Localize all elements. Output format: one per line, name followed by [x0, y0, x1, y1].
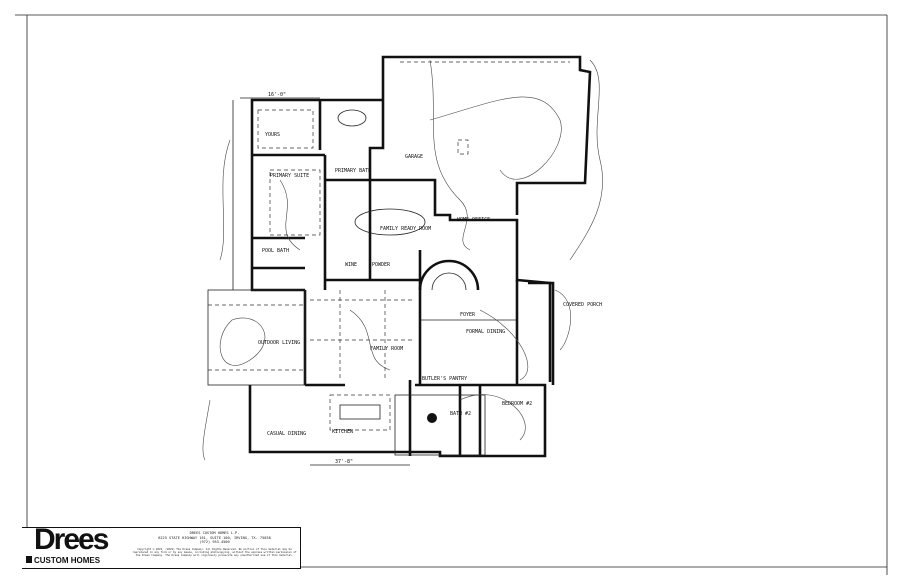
sheet-border	[15, 14, 888, 575]
room-label-covered-porch: COVERED PORCH	[563, 302, 602, 308]
title-block: Drees CUSTOM HOMES DREES CUSTOM HOMES L.…	[22, 523, 301, 569]
electrical-wiring	[202, 59, 603, 461]
dimension-bottom: 37'-8"	[335, 459, 353, 465]
room-label-primary-suite: PRIMARY SUITE	[270, 173, 309, 179]
spiral-stair	[418, 259, 480, 291]
outdoor-living-area	[207, 100, 306, 386]
room-label-pantry: BUTLER'S PANTRY	[422, 376, 467, 382]
room-label-home-office: HOME OFFICE	[457, 217, 490, 223]
logo-wordmark: Drees	[34, 523, 109, 556]
drees-logo: Drees CUSTOM HOMES	[26, 523, 124, 567]
interior-details	[240, 97, 426, 466]
dimension-top: 16'-0"	[268, 92, 286, 98]
house-walls	[248, 98, 555, 458]
room-label-bedroom-2: BEDROOM #2	[502, 401, 532, 407]
room-label-formal-dining: FORMAL DINING	[466, 329, 505, 335]
room-label-primary-bath: PRIMARY BATH	[335, 168, 371, 174]
company-name: DREES CUSTOM HOMES L.P.	[189, 531, 240, 535]
room-label-casual-dining: CASUAL DINING	[267, 431, 306, 437]
room-label-outdoor-living: OUTDOOR LIVING	[258, 340, 300, 346]
room-label-wine: WINE	[345, 262, 357, 268]
room-label-powder: POWDER	[372, 262, 391, 268]
logo-square	[26, 556, 32, 563]
company-phone: (972) 953-4500	[199, 540, 230, 545]
company-info: DREES CUSTOM HOMES L.P. 6225 STATE HIGHW…	[132, 531, 297, 558]
room-label-family-ready-room: FAMILY READY ROOM	[380, 226, 431, 232]
garage-walls	[381, 55, 592, 215]
logo-subtitle: CUSTOM HOMES	[34, 556, 101, 565]
room-label-garage: GARAGE	[405, 154, 423, 160]
room-label-bath-2: BATH #2	[450, 411, 471, 417]
room-label-kitchen: KITCHEN	[332, 429, 353, 435]
room-label-pool-bath: POOL BATH	[262, 248, 289, 254]
room-label-foyer: FOYER	[460, 312, 476, 318]
company-address: 6225 STATE HIGHWAY 161, SUITE 100, IRVIN…	[158, 535, 271, 540]
room-label-family-room: FAMILY ROOM	[370, 346, 403, 352]
room-label-closet: YOURS	[265, 132, 280, 138]
copyright-notice: Copyright © 2022, (2022) The Drees Compa…	[132, 547, 297, 558]
